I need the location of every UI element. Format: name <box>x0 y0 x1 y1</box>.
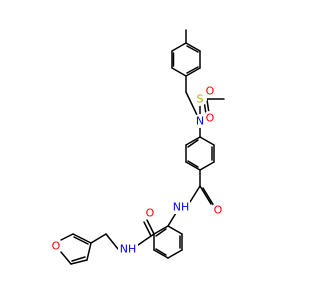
bond-42 <box>146 219 155 235</box>
bond-47 <box>86 242 92 261</box>
atom-o-sulfonyl-top: O <box>203 84 217 98</box>
bond-45 <box>105 233 119 250</box>
bond-11 <box>185 91 198 116</box>
molecule-structure: N S O O NH O O NH <box>49 29 225 265</box>
label-o-amide-upper: O <box>214 204 223 217</box>
bond-41 <box>155 228 167 237</box>
bond-9 <box>186 45 199 53</box>
label-s-sulfonyl: S <box>197 93 204 106</box>
bond-27 <box>187 139 199 148</box>
atom-nh-anilide: NH <box>172 201 190 214</box>
bond-29 <box>199 185 212 205</box>
bond-46 <box>90 233 107 244</box>
bond-48 <box>70 259 88 265</box>
bond-38 <box>153 225 169 235</box>
bond-19 <box>199 136 215 146</box>
bond-50 <box>60 233 74 241</box>
bond-36 <box>153 249 169 259</box>
atom-nh-furfuryl: NH <box>118 243 138 256</box>
label-o-furan: O <box>52 240 61 253</box>
bond-43 <box>143 221 152 237</box>
bond-35 <box>167 249 183 259</box>
bond-52 <box>71 256 86 262</box>
atom-s-sulfonyl: S <box>193 92 207 106</box>
label-o-sulfonyl-bottom: O <box>206 112 215 125</box>
bond-53 <box>73 236 89 245</box>
atom-o-amide-upper: O <box>211 203 225 217</box>
bond-8 <box>186 66 199 74</box>
bond-26 <box>187 160 199 168</box>
bond-49 <box>60 251 72 265</box>
atom-labels: N S O O NH O O NH <box>49 84 225 256</box>
bond-33 <box>167 225 183 235</box>
bond-24 <box>185 136 201 146</box>
bond-51 <box>72 233 92 244</box>
bond-21 <box>199 161 215 171</box>
bond-16 <box>206 99 210 114</box>
atom-o-sulfonyl-bottom: O <box>203 111 217 125</box>
atom-o-amide-lower: O <box>143 206 157 220</box>
bond-30 <box>202 187 215 207</box>
bond-3 <box>171 67 187 77</box>
label-o-amide-lower: O <box>146 207 155 220</box>
label-nh-anilide: NH <box>173 201 190 214</box>
atom-o-furan: O <box>49 239 63 253</box>
bond-22 <box>185 161 201 171</box>
bond-44 <box>137 233 155 246</box>
bond-1 <box>171 42 187 52</box>
bond-6 <box>185 42 201 52</box>
bond-32 <box>167 212 177 227</box>
label-nh-furfuryl: NH <box>120 243 137 256</box>
bonds-group <box>60 29 225 265</box>
label-o-sulfonyl-top: O <box>206 85 215 98</box>
bond-40 <box>155 248 167 256</box>
label-n-sulfonamide: N <box>196 115 204 128</box>
bond-31 <box>189 185 201 203</box>
bond-4 <box>185 67 201 77</box>
